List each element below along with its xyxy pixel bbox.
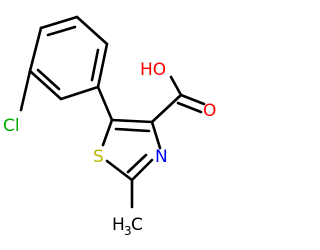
benzene-bond [96,42,109,89]
aryl-thiazole-bond [96,85,114,122]
carbonyl-inner-bond [176,101,203,114]
hydroxyl-label: HO [140,60,166,80]
benzene-ring [28,15,109,101]
thiazole-c2-s-bond [105,159,134,182]
thiazole-c4-n-bond [150,120,162,150]
benzene-bond [28,26,43,73]
carboxyl-group [150,75,206,124]
chlorine-label: Cl [3,116,20,136]
benzene-inner-double-bond [90,48,100,82]
structure-diagram: Cl HO O S N H 3 C [3,15,216,238]
methyl-h-label: H [112,215,125,235]
carbonyl-bond [179,93,206,106]
thiazole-c5-c4-bond [110,118,154,124]
carboxyl-carbon-bond [150,93,183,124]
hydroxyl-bond [169,75,183,97]
chlorine-bond [19,69,32,112]
benzene-inner-double-bond [46,25,77,37]
thiazole-n-c2-inner-bond [126,153,148,174]
thiazole-c5-c4-inner-bond [114,127,151,133]
benzene-bond [39,15,79,30]
benzene-bond [75,15,109,46]
methyl-subscript: 3 [124,224,132,238]
thiazole-ring [101,118,162,182]
nitrogen-label: N [155,147,168,167]
thiazole-s-c5-bond [101,118,114,147]
benzene-inner-double-bond [36,68,61,91]
methyl-label: H 3 C [112,215,143,238]
benzene-bond [28,69,63,101]
methyl-c-label: C [131,215,143,235]
benzene-bond [59,85,100,101]
sulfur-label: S [93,147,104,167]
carbonyl-oxygen-label: O [203,101,216,121]
thiazole-n-c2-bond [130,158,154,182]
